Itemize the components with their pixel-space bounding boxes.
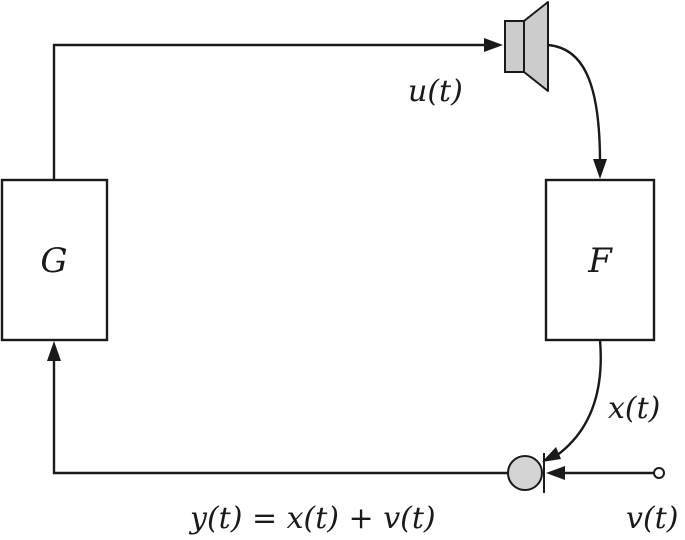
- arrow-into-microphone: [542, 447, 561, 462]
- block-f: [544, 178, 656, 342]
- wire-g-to-speaker: [52, 43, 490, 180]
- signal-v-label: v(t): [626, 501, 678, 536]
- wire-f-to-microphone: [555, 339, 602, 457]
- signal-y-label: y(t) = x(t) + v(t): [188, 501, 436, 536]
- signal-x-label: x(t): [608, 391, 660, 426]
- arrow-into-speaker: [484, 38, 503, 52]
- input-terminal: [653, 467, 665, 479]
- wire-speaker-to-f: [547, 43, 602, 163]
- arrow-into-f: [593, 159, 607, 179]
- arrow-into-g: [47, 341, 61, 361]
- block-g-label: G: [40, 241, 67, 281]
- block-f-label: F: [587, 241, 613, 281]
- wire-microphone-to-g: [52, 358, 508, 475]
- signal-u-label: u(t): [408, 74, 463, 109]
- arrow-v-into-microphone: [546, 466, 565, 480]
- microphone-icon: [507, 453, 545, 493]
- block-g: [0, 178, 109, 342]
- speaker-icon: [504, 1, 549, 92]
